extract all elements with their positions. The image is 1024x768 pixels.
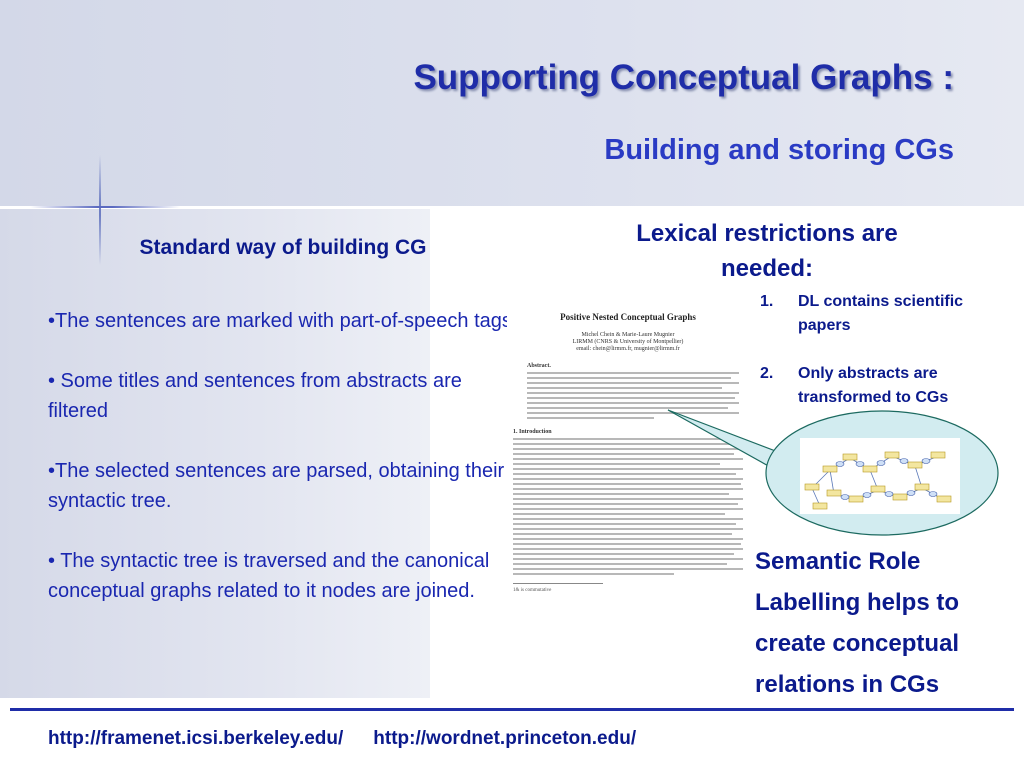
bullet-item: •The selected sentences are parsed, obta… bbox=[48, 460, 505, 512]
sparkle-decoration-vertical bbox=[99, 155, 101, 265]
paper-email: email: chein@lirmm.fr, mugnier@lirmm.fr bbox=[576, 346, 680, 352]
paper-abstract: Abstract. bbox=[507, 363, 749, 419]
paper-image: Positive Nested Conceptual Graphs Michel… bbox=[507, 290, 749, 678]
bullet-item: • The syntactic tree is traversed and th… bbox=[48, 550, 490, 602]
left-heading: Standard way of building CG bbox=[139, 236, 427, 259]
footer-links: http://framenet.icsi.berkeley.edu/http:/… bbox=[48, 728, 636, 750]
left-bullet-list: •The sentences are marked with part-of-s… bbox=[48, 306, 518, 636]
wordnet-link[interactable]: http://wordnet.princeton.edu/ bbox=[373, 728, 637, 749]
slide-title: Supporting Conceptual Graphs : bbox=[413, 58, 954, 97]
paper-title: Positive Nested Conceptual Graphs bbox=[560, 312, 696, 322]
paper-authors: Michel Chein & Marie-Laure Mugnier LIRMM… bbox=[507, 332, 749, 353]
paper-abstract-label: Abstract. bbox=[527, 363, 551, 369]
paper-author-names: Michel Chein & Marie-Laure Mugnier bbox=[581, 332, 675, 338]
sparkle-decoration-horizontal bbox=[30, 206, 180, 208]
right-heading: Lexical restrictions are needed: bbox=[636, 220, 898, 282]
paper-intro-label: 1. Introduction bbox=[513, 429, 552, 435]
list-number: 2. bbox=[760, 365, 774, 382]
footer-divider bbox=[10, 708, 1014, 711]
slide-subtitle: Building and storing CGs bbox=[604, 134, 954, 166]
left-panel-background bbox=[0, 208, 430, 698]
bullet-item: • Some titles and sentences from abstrac… bbox=[48, 370, 462, 422]
bullet-item: •The sentences are marked with part-of-s… bbox=[48, 310, 518, 332]
list-text: Only abstracts are transformed to CGs bbox=[798, 365, 949, 406]
paper-introduction: 1. Introduction 1& is commutative bbox=[507, 429, 749, 593]
header-divider bbox=[0, 206, 1024, 209]
conceptual-graph-thumbnail bbox=[800, 438, 960, 514]
paper-affiliation: LIRMM (CNRS & University of Montpellier) bbox=[572, 339, 684, 345]
list-item: 2. Only abstracts are transformed to CGs bbox=[760, 362, 1010, 410]
srl-statement: Semantic Role Labelling helps to create … bbox=[755, 548, 960, 698]
paper-footnote: 1& is commutative bbox=[513, 588, 552, 593]
header-background bbox=[0, 0, 1024, 208]
framenet-link[interactable]: http://framenet.icsi.berkeley.edu/ bbox=[48, 728, 344, 749]
list-text: DL contains scientific papers bbox=[798, 293, 964, 334]
restriction-list: 1. DL contains scientific papers 2. Only… bbox=[760, 290, 1010, 434]
list-number: 1. bbox=[760, 293, 774, 310]
list-item: 1. DL contains scientific papers bbox=[760, 290, 1010, 338]
